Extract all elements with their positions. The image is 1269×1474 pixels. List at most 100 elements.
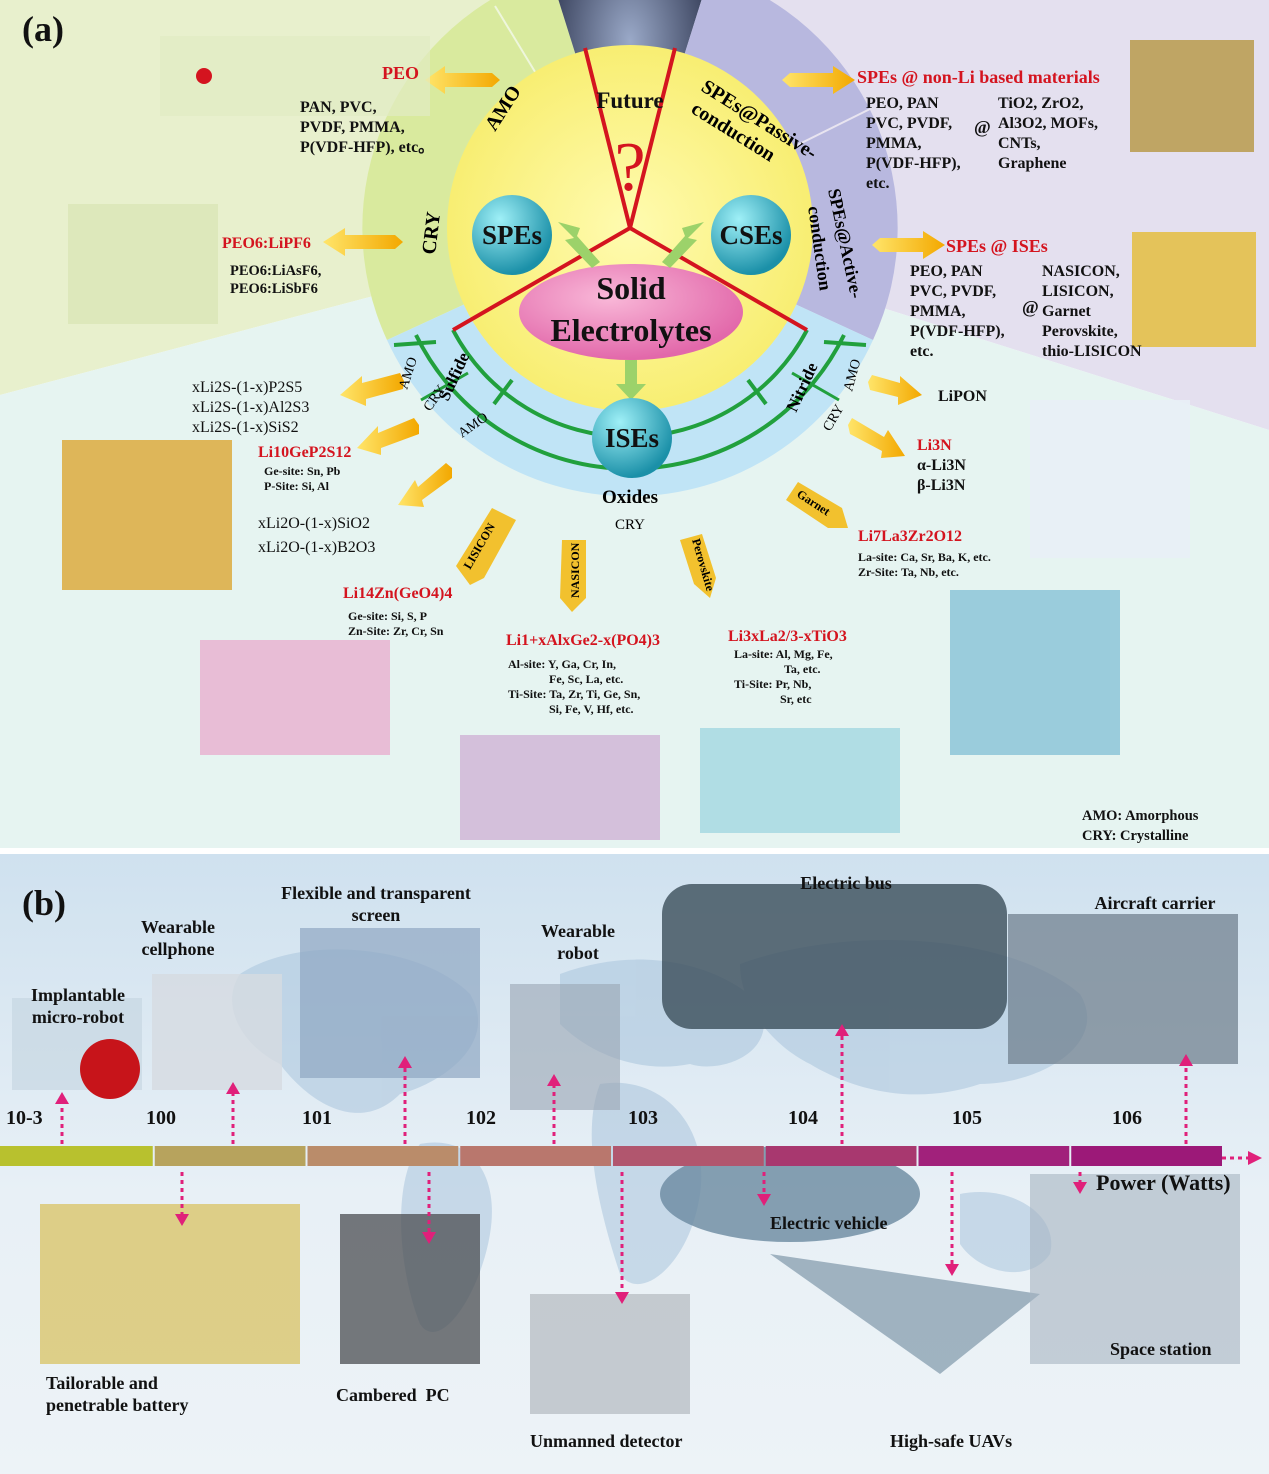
arrow-nonli	[782, 66, 855, 94]
legend-amo: AMO: Amorphous	[1082, 808, 1199, 824]
perovskite-line: Sr, etc	[780, 692, 812, 706]
li3n-line: β-Li3N	[917, 477, 966, 494]
label-high-safe-uavs: High-safe UAVs	[890, 1431, 1013, 1451]
nonli-at: @	[974, 117, 991, 137]
nonli-left-line: PEO, PAN	[866, 95, 939, 112]
arrow-oxide-glass	[398, 463, 452, 507]
label-electric-bus: Electric bus	[800, 873, 892, 893]
ring-oxides-cry: CRY	[615, 517, 645, 533]
ring-oxides-text: Oxides	[602, 487, 658, 508]
power-axis-segment	[918, 1146, 1070, 1166]
perovskite-line: Ti-Site: Pr, Nb,	[734, 677, 812, 691]
li3n-title: Li3N	[917, 437, 952, 454]
tag-perovskite	[680, 534, 716, 598]
ring-future-text: Future	[596, 88, 663, 113]
tick-label: 10-3	[6, 1107, 43, 1129]
ises-circle	[592, 398, 672, 478]
cses-circle	[711, 195, 791, 275]
li3n-line: α-Li3N	[917, 457, 966, 474]
nonli-left-line: PMMA,	[866, 135, 922, 152]
label-cambered-pc: Cambered PC	[336, 1385, 450, 1405]
peo-line: PVDF, PMMA,	[300, 119, 405, 136]
label-implantable-micro-robot: Implantable micro-robot	[30, 985, 126, 1027]
lisicon-line: Ge-site: Si, S, P	[348, 609, 427, 623]
nonli-right-line: Al3O2, MOFs,	[998, 115, 1098, 132]
oxide-glass-list: xLi2O-(1-x)SiO2 xLi2O-(1-x)B2O3	[258, 512, 375, 560]
spes-ises-right-line: Perovskite,	[1042, 323, 1118, 340]
spes-ises-title: SPEs @ ISEs	[946, 236, 1048, 256]
spes-ises-left-list: PEO, PAN PVC, PVDF, PMMA, P(VDF-HFP), et…	[910, 262, 1005, 362]
nasicon-line: Fe, Sc, La, etc.	[549, 672, 624, 686]
arrow-li3n	[848, 418, 905, 458]
legend-cry: CRY: Crystalline	[1082, 828, 1189, 844]
lgps-line: P-Site: Si, Al	[264, 479, 329, 493]
oxide-glass-line: xLi2O-(1-x)B2O3	[258, 539, 376, 556]
label-aircraft-carrier: Aircraft carrier	[1094, 893, 1216, 913]
peo-title: PEO	[382, 63, 420, 83]
nonli-right-line: CNTs,	[998, 135, 1041, 152]
pointer-arrows	[60, 1034, 1250, 1294]
spes-ises-at: @	[1022, 297, 1039, 317]
center-ellipse	[519, 264, 743, 360]
ring-question-mark: ?	[614, 129, 645, 206]
label-electric-vehicle: Electric vehicle	[770, 1213, 888, 1233]
nonli-right-line: Graphene	[998, 155, 1067, 172]
peo-line: PAN, PVC,	[300, 99, 377, 116]
tag-nasicon-text: NASICON	[568, 542, 582, 598]
spes-circle	[472, 195, 552, 275]
pointer-arrowheads	[55, 1024, 1262, 1304]
tick-label: 100	[146, 1107, 176, 1129]
tag-nasicon	[560, 540, 586, 612]
nonli-left-list: PEO, PAN PVC, PVDF, PMMA, P(VDF-HFP), et…	[866, 94, 961, 194]
spes-ises-right-list: NASICON, LISICON, Garnet Perovskite, thi…	[1042, 262, 1142, 362]
power-axis-segment	[307, 1146, 459, 1166]
panel-a: Future ? AMO CRY SPEs@Passive- conductio…	[0, 0, 1269, 848]
spes-ises-left-line: PEO, PAN	[910, 263, 983, 280]
sulfide-glass-line: xLi2S-(1-x)Al2S3	[192, 399, 310, 416]
lisicon-list: Ge-site: Si, S, P Zn-Site: Zr, Cr, Sn	[348, 609, 443, 639]
arrow-peo6	[323, 228, 403, 256]
label-space-station: Space station	[1110, 1339, 1212, 1359]
power-axis-segment	[460, 1146, 611, 1166]
perovskite-list: La-site: Al, Mg, Fe, Ta, etc. Ti-Site: P…	[734, 647, 833, 707]
lgps-line: Ge-site: Sn, Pb	[264, 464, 341, 478]
spes-ises-right-line: thio-LISICON	[1042, 343, 1142, 360]
panel-a-graphics: Future ? AMO CRY SPEs@Passive- conductio…	[0, 0, 1269, 848]
lgps-list: Ge-site: Sn, Pb P-Site: Si, Al	[264, 464, 340, 494]
tick-label: 106	[1112, 1107, 1142, 1129]
panel-a-label: (a)	[22, 9, 64, 49]
tick-label: 102	[466, 1107, 496, 1129]
peo6-line: PEO6:LiSbF6	[230, 281, 318, 297]
arrow-peo	[425, 66, 500, 94]
label-unmanned-detector: Unmanned detector	[530, 1431, 683, 1451]
sulfide-glass-list: xLi2S-(1-x)P2S5 xLi2S-(1-x)Al2S3 xLi2S-(…	[192, 378, 309, 438]
spes-ises-left-line: PMMA,	[910, 303, 966, 320]
spes-circle-label: SPEs	[481, 220, 543, 250]
garnet-title: Li7La3Zr2O12	[858, 528, 963, 545]
sulfide-glass-line: xLi2S-(1-x)SiS2	[192, 419, 299, 436]
label-wearable-robot: Wearable robot	[541, 921, 615, 963]
nasicon-line: Si, Fe, V, Hf, etc.	[549, 702, 634, 716]
nonli-title: SPEs @ non-Li based materials	[857, 67, 1100, 87]
panel-b: (b) 10-3 100 101 102 103 104 105 106 Pow…	[0, 854, 1269, 1474]
application-images	[12, 884, 1240, 1414]
panel-b-label: (b)	[22, 883, 66, 923]
ring-cry-text: CRY	[418, 210, 445, 256]
spes-ises-left-line: P(VDF-HFP),	[910, 323, 1005, 340]
power-axis-segment	[613, 1146, 764, 1166]
arrow-sulfide-glass	[340, 373, 404, 406]
sulfide-glass-line: xLi2S-(1-x)P2S5	[192, 379, 303, 396]
label-wearable-cellphone: Wearable cellphone	[141, 917, 215, 959]
peo6-line: PEO6:LiAsF6,	[230, 263, 322, 279]
nonli-left-line: PVC, PVDF,	[866, 115, 953, 132]
lisicon-line: Zn-Site: Zr, Cr, Sn	[348, 624, 444, 638]
tag-lisicon	[456, 508, 516, 585]
arrow-lgps	[357, 418, 419, 455]
peo6-list: PEO6:LiAsF6, PEO6:LiSbF6	[230, 262, 321, 298]
perovskite-line: La-site: Al, Mg, Fe,	[734, 647, 833, 661]
perovskite-title: Li3xLa2/3-xTiO3	[728, 628, 847, 645]
nasicon-line: Al-site: Y, Ga, Cr, In,	[508, 657, 617, 671]
lisicon-title: Li14Zn(GeO4)4	[343, 585, 453, 602]
structure-images	[62, 36, 1256, 840]
axis-label: Power (Watts)	[1096, 1170, 1231, 1195]
